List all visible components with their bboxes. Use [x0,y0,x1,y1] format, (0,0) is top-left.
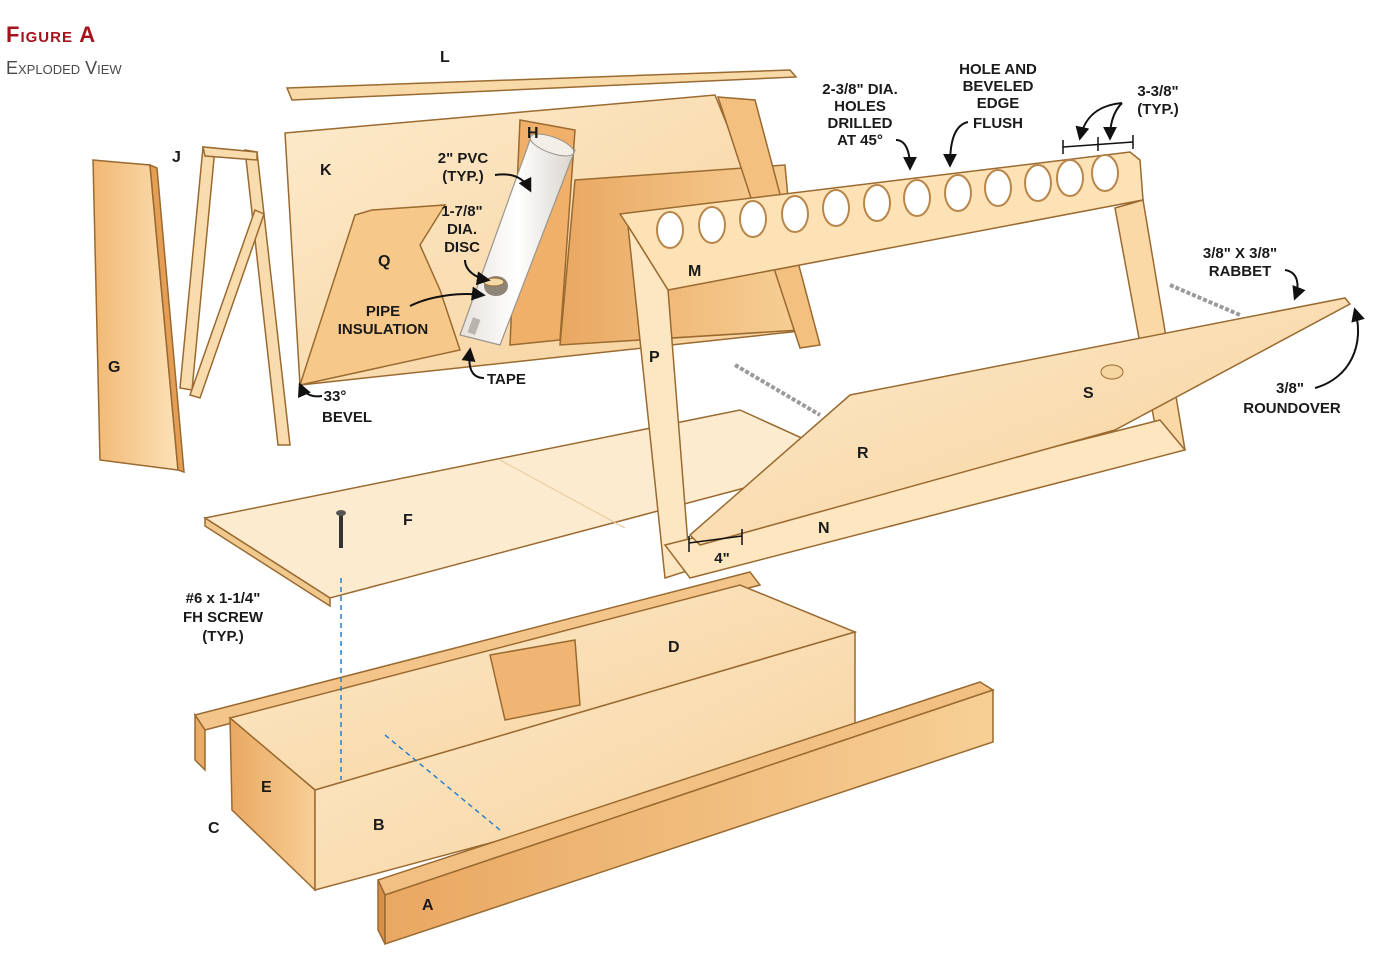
svg-text:(TYP.): (TYP.) [442,168,483,185]
part-q-panel [298,204,461,387]
svg-text:ROUNDOVER: ROUNDOVER [1243,400,1341,417]
svg-text:3-3/8": 3-3/8" [1137,83,1178,100]
svg-text:INSULATION: INSULATION [338,321,429,338]
part-g-side-panel [92,159,185,474]
label-part-p: P [649,349,660,366]
callout-offset: 4" [688,529,743,567]
svg-text:#6 x 1-1/4": #6 x 1-1/4" [186,590,261,607]
svg-text:2-3/8" DIA.: 2-3/8" DIA. [822,81,897,98]
svg-text:DIA.: DIA. [447,221,477,238]
screw-guide-lines [340,578,501,831]
callout-spacing: 3-3/8" (TYP.) [1062,83,1179,154]
bottom-box [193,571,858,892]
svg-text:FH SCREW: FH SCREW [183,609,264,626]
label-part-f: F [403,512,413,529]
svg-text:RABBET: RABBET [1209,263,1272,280]
svg-text:BEVELED: BEVELED [963,78,1034,95]
svg-text:DRILLED: DRILLED [828,115,893,132]
callout-rabbet: 3/8" X 3/8" RABBET [1203,245,1306,301]
callout-screw: #6 x 1-1/4" FH SCREW (TYP.) [183,590,264,645]
label-part-l: L [440,49,450,66]
svg-text:AT 45°: AT 45° [837,132,883,149]
figure-title: Figure A [6,22,97,47]
label-part-s: S [1083,385,1094,402]
svg-text:EDGE: EDGE [977,95,1020,112]
part-s-knob [1100,364,1124,380]
label-part-h: H [527,125,539,142]
svg-text:BEVEL: BEVEL [322,409,372,426]
callout-flush: HOLE AND BEVELED EDGE FLUSH [943,61,1037,168]
callout-tape: TAPE [461,347,526,388]
label-part-g: G [108,359,120,376]
callout-disc: 1-7/8" DIA. DISC [441,203,491,286]
svg-text:(TYP.): (TYP.) [1137,101,1178,118]
svg-text:33°: 33° [324,388,347,405]
svg-text:(TYP.): (TYP.) [202,628,243,645]
svg-text:2" PVC: 2" PVC [438,150,489,167]
svg-text:3/8": 3/8" [1276,380,1304,397]
part-r-lid [688,283,1352,546]
svg-text:HOLE AND: HOLE AND [959,61,1037,78]
label-part-k: K [320,162,332,179]
label-part-q: Q [378,253,390,270]
figure-subtitle: Exploded View [6,58,122,78]
callout-insulation: PIPE INSULATION [338,286,486,338]
callout-bevel: 33° BEVEL [297,382,372,426]
label-part-a: A [422,897,434,914]
label-part-b: B [373,817,385,834]
chain-left [733,363,822,417]
label-part-j: J [172,149,181,166]
part-j-a-frame [179,146,291,446]
svg-text:3/8" X 3/8": 3/8" X 3/8" [1203,245,1277,262]
svg-text:HOLES: HOLES [834,98,886,115]
part-a-rail [376,681,995,946]
svg-text:TAPE: TAPE [487,371,526,388]
drilled-holes [656,154,1119,249]
part-l-top-shelf [285,69,798,101]
svg-text:DISC: DISC [444,239,480,256]
svg-text:4": 4" [714,550,729,567]
svg-text:1-7/8": 1-7/8" [441,203,482,220]
label-part-c: C [208,820,220,837]
svg-text:PIPE: PIPE [366,303,400,320]
label-part-m: M [688,263,701,280]
chain-right [1169,283,1241,317]
callout-holes: 2-3/8" DIA. HOLES DRILLED AT 45° [822,81,917,171]
svg-text:FLUSH: FLUSH [973,115,1023,132]
callout-roundover: 3/8" ROUNDOVER [1243,307,1365,417]
label-part-r: R [857,445,869,462]
label-part-d: D [668,639,680,656]
screw-icon [336,510,346,548]
callout-pvc: 2" PVC (TYP.) [438,150,532,193]
label-part-n: N [818,520,830,537]
label-part-e: E [261,779,272,796]
